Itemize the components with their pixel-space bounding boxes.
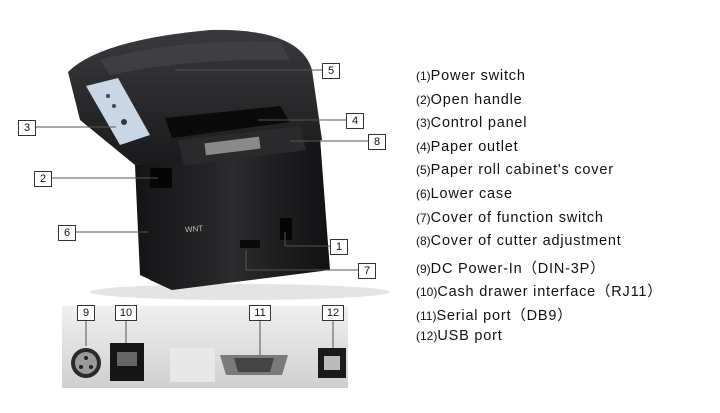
open-handle: [150, 168, 172, 188]
legend-number: (2): [416, 92, 431, 107]
callout-9: 9: [77, 305, 95, 321]
legend-number: (4): [416, 139, 431, 154]
callout-7: 7: [358, 263, 376, 279]
leader-lines: [34, 69, 368, 355]
dc-pin: [79, 365, 83, 369]
callout-2: 2: [34, 171, 52, 187]
callout-11: 11: [249, 305, 271, 321]
legend-text: Open handle: [430, 91, 523, 108]
callout-12: 12: [322, 305, 344, 321]
legend-item-7: (7)Cover of function switch: [416, 210, 716, 234]
legend-item-1: (1)Power switch: [416, 68, 716, 92]
legend-text: USB port: [437, 327, 503, 344]
callout-10: 10: [115, 305, 137, 321]
panel-led: [106, 94, 110, 98]
panel-led: [112, 104, 116, 108]
callout-3: 3: [18, 120, 36, 136]
legend-text: Cover of cutter adjustment: [430, 233, 622, 250]
legend-number: (1): [416, 69, 431, 83]
legend-text: DC Power-In（DIN-3P）: [430, 260, 606, 277]
legend-item-10: (10)Cash drawer interface（RJ11）: [416, 280, 716, 304]
legend-item-4: (4)Paper outlet: [416, 139, 716, 163]
callout-4: 4: [346, 113, 364, 129]
dc-power-port-inner: [75, 352, 97, 374]
callout-8: 8: [368, 134, 386, 150]
legend-number: (8): [416, 234, 431, 249]
legend: (1)Power switch (2)Open handle (3)Contro…: [416, 68, 716, 351]
legend-text: Serial port（DB9）: [436, 307, 573, 324]
blank-plate: [170, 348, 215, 382]
legend-text: Control panel: [430, 115, 528, 132]
warning-label: [204, 136, 261, 156]
legend-text: Paper outlet: [430, 138, 519, 155]
legend-text: Cash drawer interface（RJ11）: [437, 284, 663, 301]
panel-button: [121, 119, 127, 125]
legend-text: Paper roll cabinet's cover: [430, 162, 614, 179]
printer-shadow: [90, 284, 390, 300]
legend-number: (10): [416, 285, 438, 300]
legend-number: (9): [416, 261, 431, 276]
rj11-contacts: [117, 352, 137, 366]
legend-item-2: (2)Open handle: [416, 92, 716, 116]
legend-item-11: (11)Serial port（DB9）: [416, 304, 716, 328]
brand-logo: WNT: [185, 224, 204, 235]
callout-6: 6: [58, 225, 76, 241]
callout-5: 5: [322, 63, 340, 79]
db9-inner: [234, 358, 274, 372]
lid-highlight: [100, 41, 290, 75]
control-panel: [86, 78, 150, 145]
dc-pin: [84, 356, 88, 360]
legend-number: (3): [416, 116, 431, 131]
function-switch-cover: [240, 240, 260, 248]
usb-tongue: [324, 356, 340, 370]
legend-item-12: (12)USB port: [416, 328, 716, 352]
power-switch: [280, 218, 292, 240]
legend-number: (7): [416, 210, 431, 225]
callout-1: 1: [330, 239, 348, 255]
legend-number: (12): [416, 328, 438, 343]
legend-item-3: (3)Control panel: [416, 115, 716, 139]
legend-item-9: (9)DC Power-In（DIN-3P）: [416, 257, 716, 281]
legend-item-8: (8)Cover of cutter adjustment: [416, 233, 716, 257]
legend-text: Lower case: [430, 185, 513, 202]
legend-number: (5): [416, 163, 431, 178]
paper-outlet: [165, 106, 290, 138]
dc-pin: [89, 365, 93, 369]
lower-case-front: [135, 138, 330, 290]
legend-number: (6): [416, 186, 431, 201]
legend-item-6: (6)Lower case: [416, 186, 716, 210]
legend-text: Cover of function switch: [430, 209, 604, 226]
legend-number: (11): [416, 308, 437, 323]
legend-text: Power switch: [430, 68, 526, 84]
legend-item-5: (5)Paper roll cabinet's cover: [416, 162, 716, 186]
